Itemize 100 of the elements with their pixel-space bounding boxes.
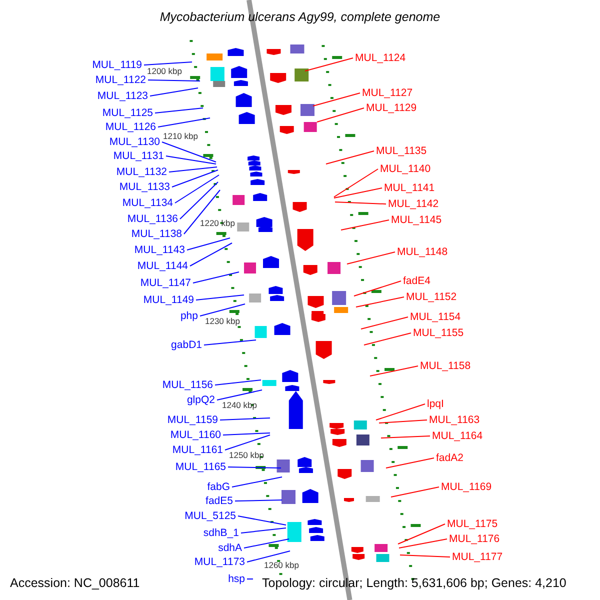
scale-label: 1250 kbp xyxy=(229,450,264,460)
gene-label: MUL_1145 xyxy=(391,214,442,226)
leader-line xyxy=(360,316,408,330)
gene-label: MUL_1149 xyxy=(143,294,194,306)
leader-line xyxy=(356,296,404,308)
gene-label: MUL_1173 xyxy=(194,556,245,568)
gene-label: MUL_1127 xyxy=(362,87,413,99)
leader-line xyxy=(232,476,282,488)
info-text: Accession: NC_008611 xyxy=(10,576,140,590)
scale-label: 1220 kbp xyxy=(200,218,235,228)
leader-line xyxy=(172,170,218,188)
gene-label: MUL_1130 xyxy=(109,136,160,148)
gene-label: MUL_1176 xyxy=(449,533,500,545)
leader-line xyxy=(180,182,218,220)
leader-line xyxy=(244,538,290,548)
leader-line xyxy=(184,190,220,234)
gene-label: fadA2 xyxy=(436,452,464,464)
gene-label: MUL_1136 xyxy=(127,213,178,225)
leader-line xyxy=(168,166,218,172)
gene-label: MUL_1141 xyxy=(384,182,435,194)
leader-line xyxy=(162,142,216,162)
leader-line xyxy=(354,280,402,296)
leader-line xyxy=(186,238,230,250)
scale-label: 1210 kbp xyxy=(163,131,198,141)
leader-line xyxy=(316,108,364,122)
leader-line xyxy=(192,272,240,284)
gene-label: fabG xyxy=(207,481,230,493)
gene-label: MUL_1161 xyxy=(172,444,223,456)
map-title: Mycobacterium ulcerans Agy99, complete genome xyxy=(158,10,442,24)
gene-label: MUL_1165 xyxy=(175,461,226,473)
gene-label: MUL_1158 xyxy=(420,360,471,372)
leader-line xyxy=(214,380,262,386)
leader-line xyxy=(398,524,446,544)
leader-line xyxy=(196,294,244,300)
leader-line xyxy=(334,188,382,198)
gene-label: MUL_1132 xyxy=(116,166,167,178)
gene-label: MUL_1126 xyxy=(105,121,156,133)
leader-line xyxy=(334,168,378,198)
leader-line xyxy=(346,252,396,264)
scale-label: 1230 kbp xyxy=(205,316,240,326)
scale-label: 1240 kbp xyxy=(222,400,257,410)
leader-line xyxy=(224,434,270,450)
gene-label: MUL_1159 xyxy=(167,414,218,426)
gene-label: MUL_1135 xyxy=(376,145,427,157)
gene-label: MUL_1154 xyxy=(410,311,461,323)
gene-label: MUL_1125 xyxy=(102,107,153,119)
gene-label: php xyxy=(180,310,198,322)
leader-line xyxy=(370,366,418,376)
leader-line xyxy=(222,432,270,436)
leader-line xyxy=(378,420,428,424)
leader-line xyxy=(158,118,210,128)
leader-line xyxy=(386,458,434,468)
leader-line xyxy=(380,436,430,438)
gene-label: MUL_1138 xyxy=(131,228,182,240)
scale-label: 1200 kbp xyxy=(147,66,182,76)
gene-label: sdhA xyxy=(218,542,242,554)
gene-label: MUL_1144 xyxy=(137,260,188,272)
leader-line xyxy=(340,220,390,230)
leader-line xyxy=(400,554,450,558)
gene-label: MUL_1175 xyxy=(447,518,498,530)
gene-label: MUL_1131 xyxy=(113,150,164,162)
gene-label: MUL_1123 xyxy=(97,90,148,102)
leader-line xyxy=(364,332,412,346)
gene-label: MUL_1134 xyxy=(122,197,173,209)
gene-label: MUL_1177 xyxy=(452,551,503,563)
gene-label: MUL_1122 xyxy=(95,74,146,86)
info-text: Topology: circular; Length: 5,631,606 bp; Genes: 4,210 xyxy=(262,576,566,590)
leader-line xyxy=(326,150,374,164)
leader-line xyxy=(240,528,286,534)
leader-line xyxy=(150,88,198,96)
leader-line xyxy=(216,390,262,400)
leader-line xyxy=(376,404,426,420)
leader-line xyxy=(228,466,282,468)
gene-label: fadE5 xyxy=(206,495,233,507)
gene-label: MUL_1140 xyxy=(380,163,431,175)
gene-label: MUL_1124 xyxy=(355,52,406,64)
gene-label: MUL_1155 xyxy=(413,327,464,339)
gene-label: MUL_1148 xyxy=(397,246,448,258)
gene-label: MUL_1152 xyxy=(406,291,457,303)
leader-line xyxy=(148,80,200,82)
leader-line xyxy=(246,550,290,562)
gene-label: MUL_1133 xyxy=(119,181,170,193)
gene-label: lpqI xyxy=(427,398,444,410)
leader-line xyxy=(190,242,232,266)
leader-line xyxy=(204,340,256,346)
gene-label: MUL_1160 xyxy=(170,429,221,441)
gene-label: MUL_1169 xyxy=(441,481,492,493)
gene-label: MUL_5125 xyxy=(184,510,236,522)
leader-line xyxy=(154,108,204,114)
leader-line xyxy=(238,516,286,526)
leader-line xyxy=(166,156,216,164)
leader-line xyxy=(312,92,360,106)
gene-label: MUL_1156 xyxy=(162,379,213,391)
gene-label: MUL_1164 xyxy=(432,430,483,442)
leader-line xyxy=(304,58,354,72)
leader-line xyxy=(334,202,386,204)
gene-label: MUL_1163 xyxy=(429,414,480,426)
leader-line xyxy=(220,418,270,420)
leader-line xyxy=(200,304,246,316)
leader-line xyxy=(398,538,448,548)
